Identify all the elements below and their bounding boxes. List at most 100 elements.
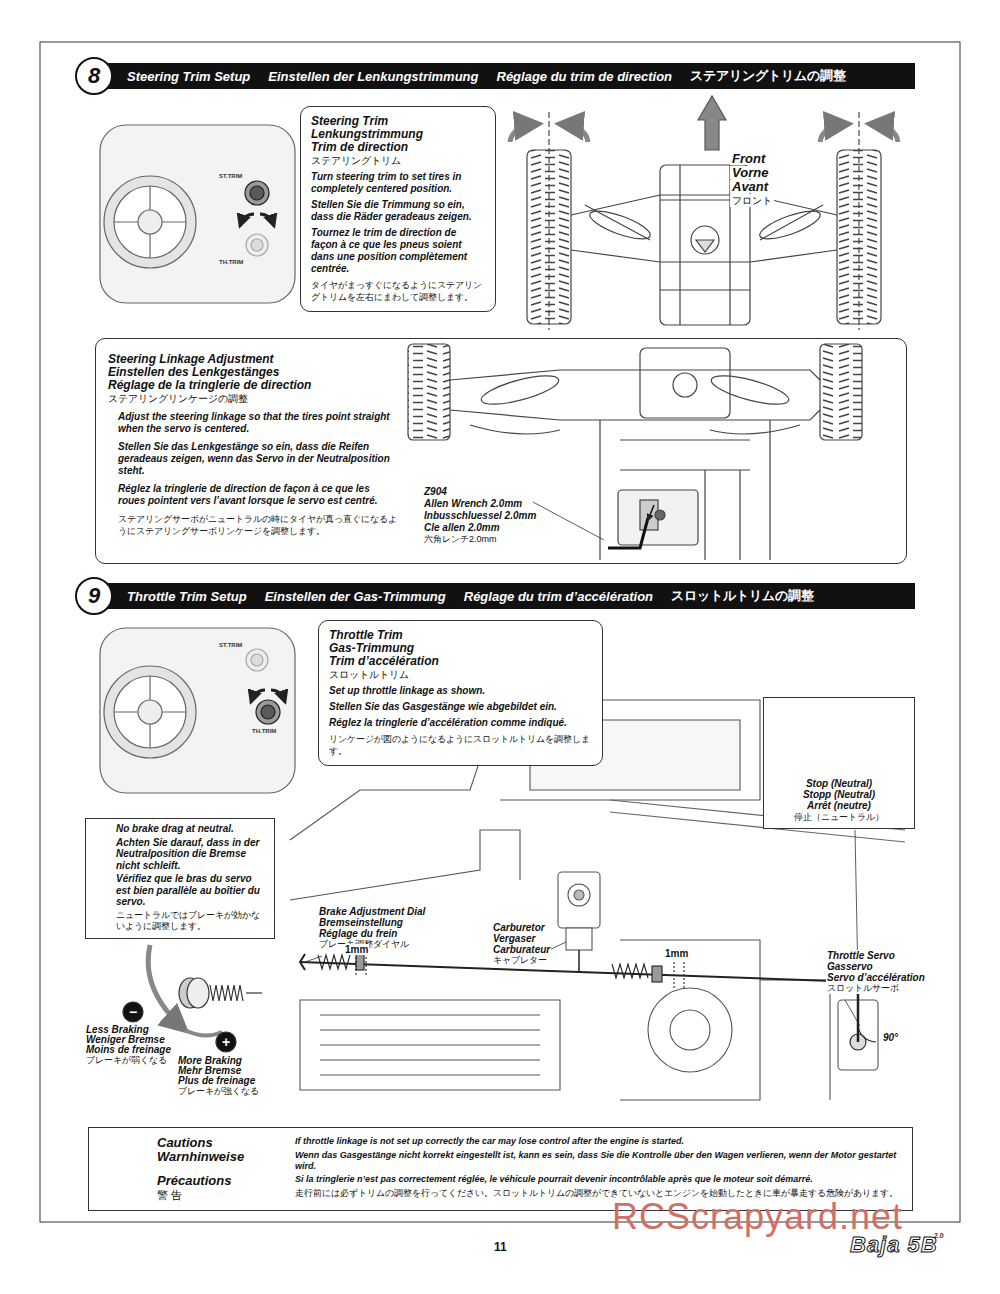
heading-text: 停止（ニュートラル） bbox=[770, 811, 908, 823]
part-label: Weniger Bremse bbox=[86, 1035, 165, 1045]
part-label: スロットルサーボ bbox=[826, 983, 900, 994]
part-label: Brake Adjustment Dial bbox=[318, 906, 426, 917]
heading-text: Cautions bbox=[157, 1136, 277, 1150]
instruction-panel: Steering Linkage AdjustmentEinstellen de… bbox=[95, 338, 907, 564]
heading-text: Steering Linkage Adjustment bbox=[108, 353, 393, 366]
heading-text: Réglage du trim de direction bbox=[497, 69, 673, 84]
heading-text: Steering Trim bbox=[311, 115, 485, 128]
part-label: Throttle Servo bbox=[826, 950, 896, 961]
body-text: Wenn das Gasgestänge nicht korrekt einge… bbox=[295, 1150, 902, 1172]
heading-text: ステアリングトリムの調整 bbox=[690, 67, 846, 85]
heading-text: Steering Trim Setup bbox=[127, 69, 250, 84]
dimension-label: 1mm bbox=[664, 948, 689, 959]
part-label: Carburateur bbox=[492, 944, 551, 955]
part-label: Vergaser bbox=[492, 933, 536, 944]
part-label: キャブレター bbox=[492, 955, 548, 966]
part-label: ST.TRIM bbox=[219, 173, 242, 180]
heading-text: Stop (Neutral) bbox=[770, 778, 908, 789]
heading-text: Achten Sie darauf, dass in der Neutralpo… bbox=[116, 837, 268, 872]
heading-text: Précautions bbox=[157, 1174, 277, 1188]
heading-text: Réglage de la tringlerie de direction bbox=[108, 379, 393, 392]
part-label: TH.TRIM bbox=[219, 259, 243, 266]
part-label: Avant bbox=[730, 180, 770, 193]
heading-text: Trim d’accélération bbox=[329, 655, 592, 668]
warning-box: No brake drag at neutral. Achten Sie dara… bbox=[85, 818, 275, 939]
part-label: Gasservo bbox=[826, 961, 874, 972]
body-text: Réglez la tringlerie de direction de faç… bbox=[118, 483, 398, 507]
part-label: Vorne bbox=[730, 166, 770, 179]
part-label: Mehr Bremse bbox=[178, 1066, 241, 1076]
heading-text: Réglage du trim d’accélération bbox=[464, 589, 653, 604]
heading-text: Einstellen des Lenkgestänges bbox=[108, 366, 393, 379]
page-frame bbox=[40, 42, 960, 1222]
heading-text: 8 bbox=[88, 65, 100, 87]
body-text: Adjust the steering linkage so that the … bbox=[118, 411, 398, 435]
body-text: Stellen Sie das Gasgestänge wie abgebild… bbox=[329, 701, 592, 713]
part-label: 六角レンチ2.0mm bbox=[423, 534, 498, 545]
part-label: ブレーキが強くなる bbox=[178, 1086, 259, 1096]
transmitter bbox=[100, 125, 295, 303]
part-label: Inbusschluessel 2.0mm bbox=[423, 510, 537, 521]
part-label: Less Braking bbox=[86, 1025, 149, 1035]
part-label: + bbox=[217, 1033, 235, 1051]
body-text: Stellen Sie das Lenkgestänge so ein, das… bbox=[118, 441, 398, 477]
watermark: RCScrapyard.net bbox=[612, 1196, 903, 1238]
heading-text: スロットルトリム bbox=[329, 668, 592, 681]
part-label: More Braking bbox=[178, 1056, 242, 1066]
body-text: Stellen Sie die Trimmung so ein, dass di… bbox=[311, 199, 485, 223]
step-number: 9 bbox=[75, 577, 113, 615]
heading-text: Gas-Trimmung bbox=[329, 642, 592, 655]
heading-text: ステアリングリンケージの調整 bbox=[108, 392, 393, 405]
part-label: ブレーキが弱くなる bbox=[86, 1055, 167, 1065]
part-label: − bbox=[124, 1003, 142, 1021]
heading-text: No brake drag at neutral. bbox=[116, 823, 268, 835]
part-label: Carburetor bbox=[492, 922, 546, 933]
heading-text: Throttle Trim bbox=[329, 629, 592, 642]
part-label: Allen Wrench 2.0mm bbox=[423, 498, 523, 509]
body-text: ステアリングサーボがニュートラルの時にタイヤが真っ直ぐになるようにステアリングサ… bbox=[118, 513, 398, 537]
transmitter bbox=[100, 628, 295, 793]
heading-text: Throttle Trim Setup bbox=[127, 589, 247, 604]
part-label: Z904 bbox=[423, 486, 448, 497]
part-label: ST.TRIM bbox=[219, 642, 242, 649]
body-text: タイヤがまっすぐになるようにステアリングトリムを左右にまわして調整します。 bbox=[311, 279, 485, 303]
part-label: Bremseinstellung bbox=[318, 917, 404, 928]
part-label: 90° bbox=[882, 1032, 899, 1043]
heading-text: Warnhinweise bbox=[157, 1150, 277, 1174]
callout-box: Steering TrimLenkungstrimmungTrim de dir… bbox=[300, 106, 496, 312]
section-band: Steering Trim Setup Einstellen der Lenkun… bbox=[85, 63, 915, 89]
part-label: TH.TRIM bbox=[252, 728, 276, 735]
heading-text: Vérifiez que le bras du servo est bien p… bbox=[116, 873, 268, 908]
body-text: Réglez la tringlerie d’accélération comm… bbox=[329, 717, 592, 729]
heading-text: Stopp (Neutral) bbox=[770, 789, 908, 800]
heading-text: Trim de direction bbox=[311, 141, 485, 154]
heading-text: Lenkungstrimmung bbox=[311, 128, 485, 141]
steering-linkage-view bbox=[408, 344, 862, 560]
chassis-top-view bbox=[510, 96, 898, 330]
heading-text: 9 bbox=[88, 585, 100, 607]
heading-text: Arrêt (neutre) bbox=[770, 800, 908, 811]
heading-text: Einstellen der Lenkungstrimmung bbox=[268, 69, 478, 84]
part-label: Moins de freinage bbox=[86, 1045, 171, 1055]
heading-text: スロットルトリムの調整 bbox=[671, 587, 814, 605]
section-band: Throttle Trim Setup Einstellen der Gas-Tr… bbox=[85, 583, 915, 609]
heading-text: 警 告 bbox=[157, 1188, 277, 1202]
callout-box: Throttle TrimGas-TrimmungTrim d’accéléra… bbox=[318, 620, 603, 766]
heading-text: ステアリングトリム bbox=[311, 154, 485, 167]
part-label: 11 bbox=[494, 1240, 507, 1254]
part-label: Plus de freinage bbox=[178, 1076, 255, 1086]
dimension-label: 1mm bbox=[344, 944, 369, 955]
part-label: Réglage du frein bbox=[318, 928, 398, 939]
body-text: If throttle linkage is not set up correc… bbox=[295, 1136, 902, 1148]
body-text: Si la tringlerie n’est pas correctement … bbox=[295, 1174, 902, 1186]
body-text: Set up throttle linkage as shown. bbox=[329, 685, 592, 697]
part-label: Front bbox=[730, 152, 767, 165]
part-label: 2.0 bbox=[934, 1232, 944, 1239]
heading-text: Einstellen der Gas-Trimmung bbox=[265, 589, 446, 604]
part-label: フロント bbox=[730, 194, 774, 207]
step-number: 8 bbox=[75, 57, 113, 95]
part-label: Servo d’accélération bbox=[826, 972, 926, 983]
heading-text: ニュートラルではブレーキが効かないように調整します。 bbox=[116, 910, 268, 932]
part-label: Cle allen 2.0mm bbox=[423, 522, 501, 533]
detail-inset: Stop (Neutral)Stopp (Neutral)Arrêt (neut… bbox=[763, 697, 915, 829]
